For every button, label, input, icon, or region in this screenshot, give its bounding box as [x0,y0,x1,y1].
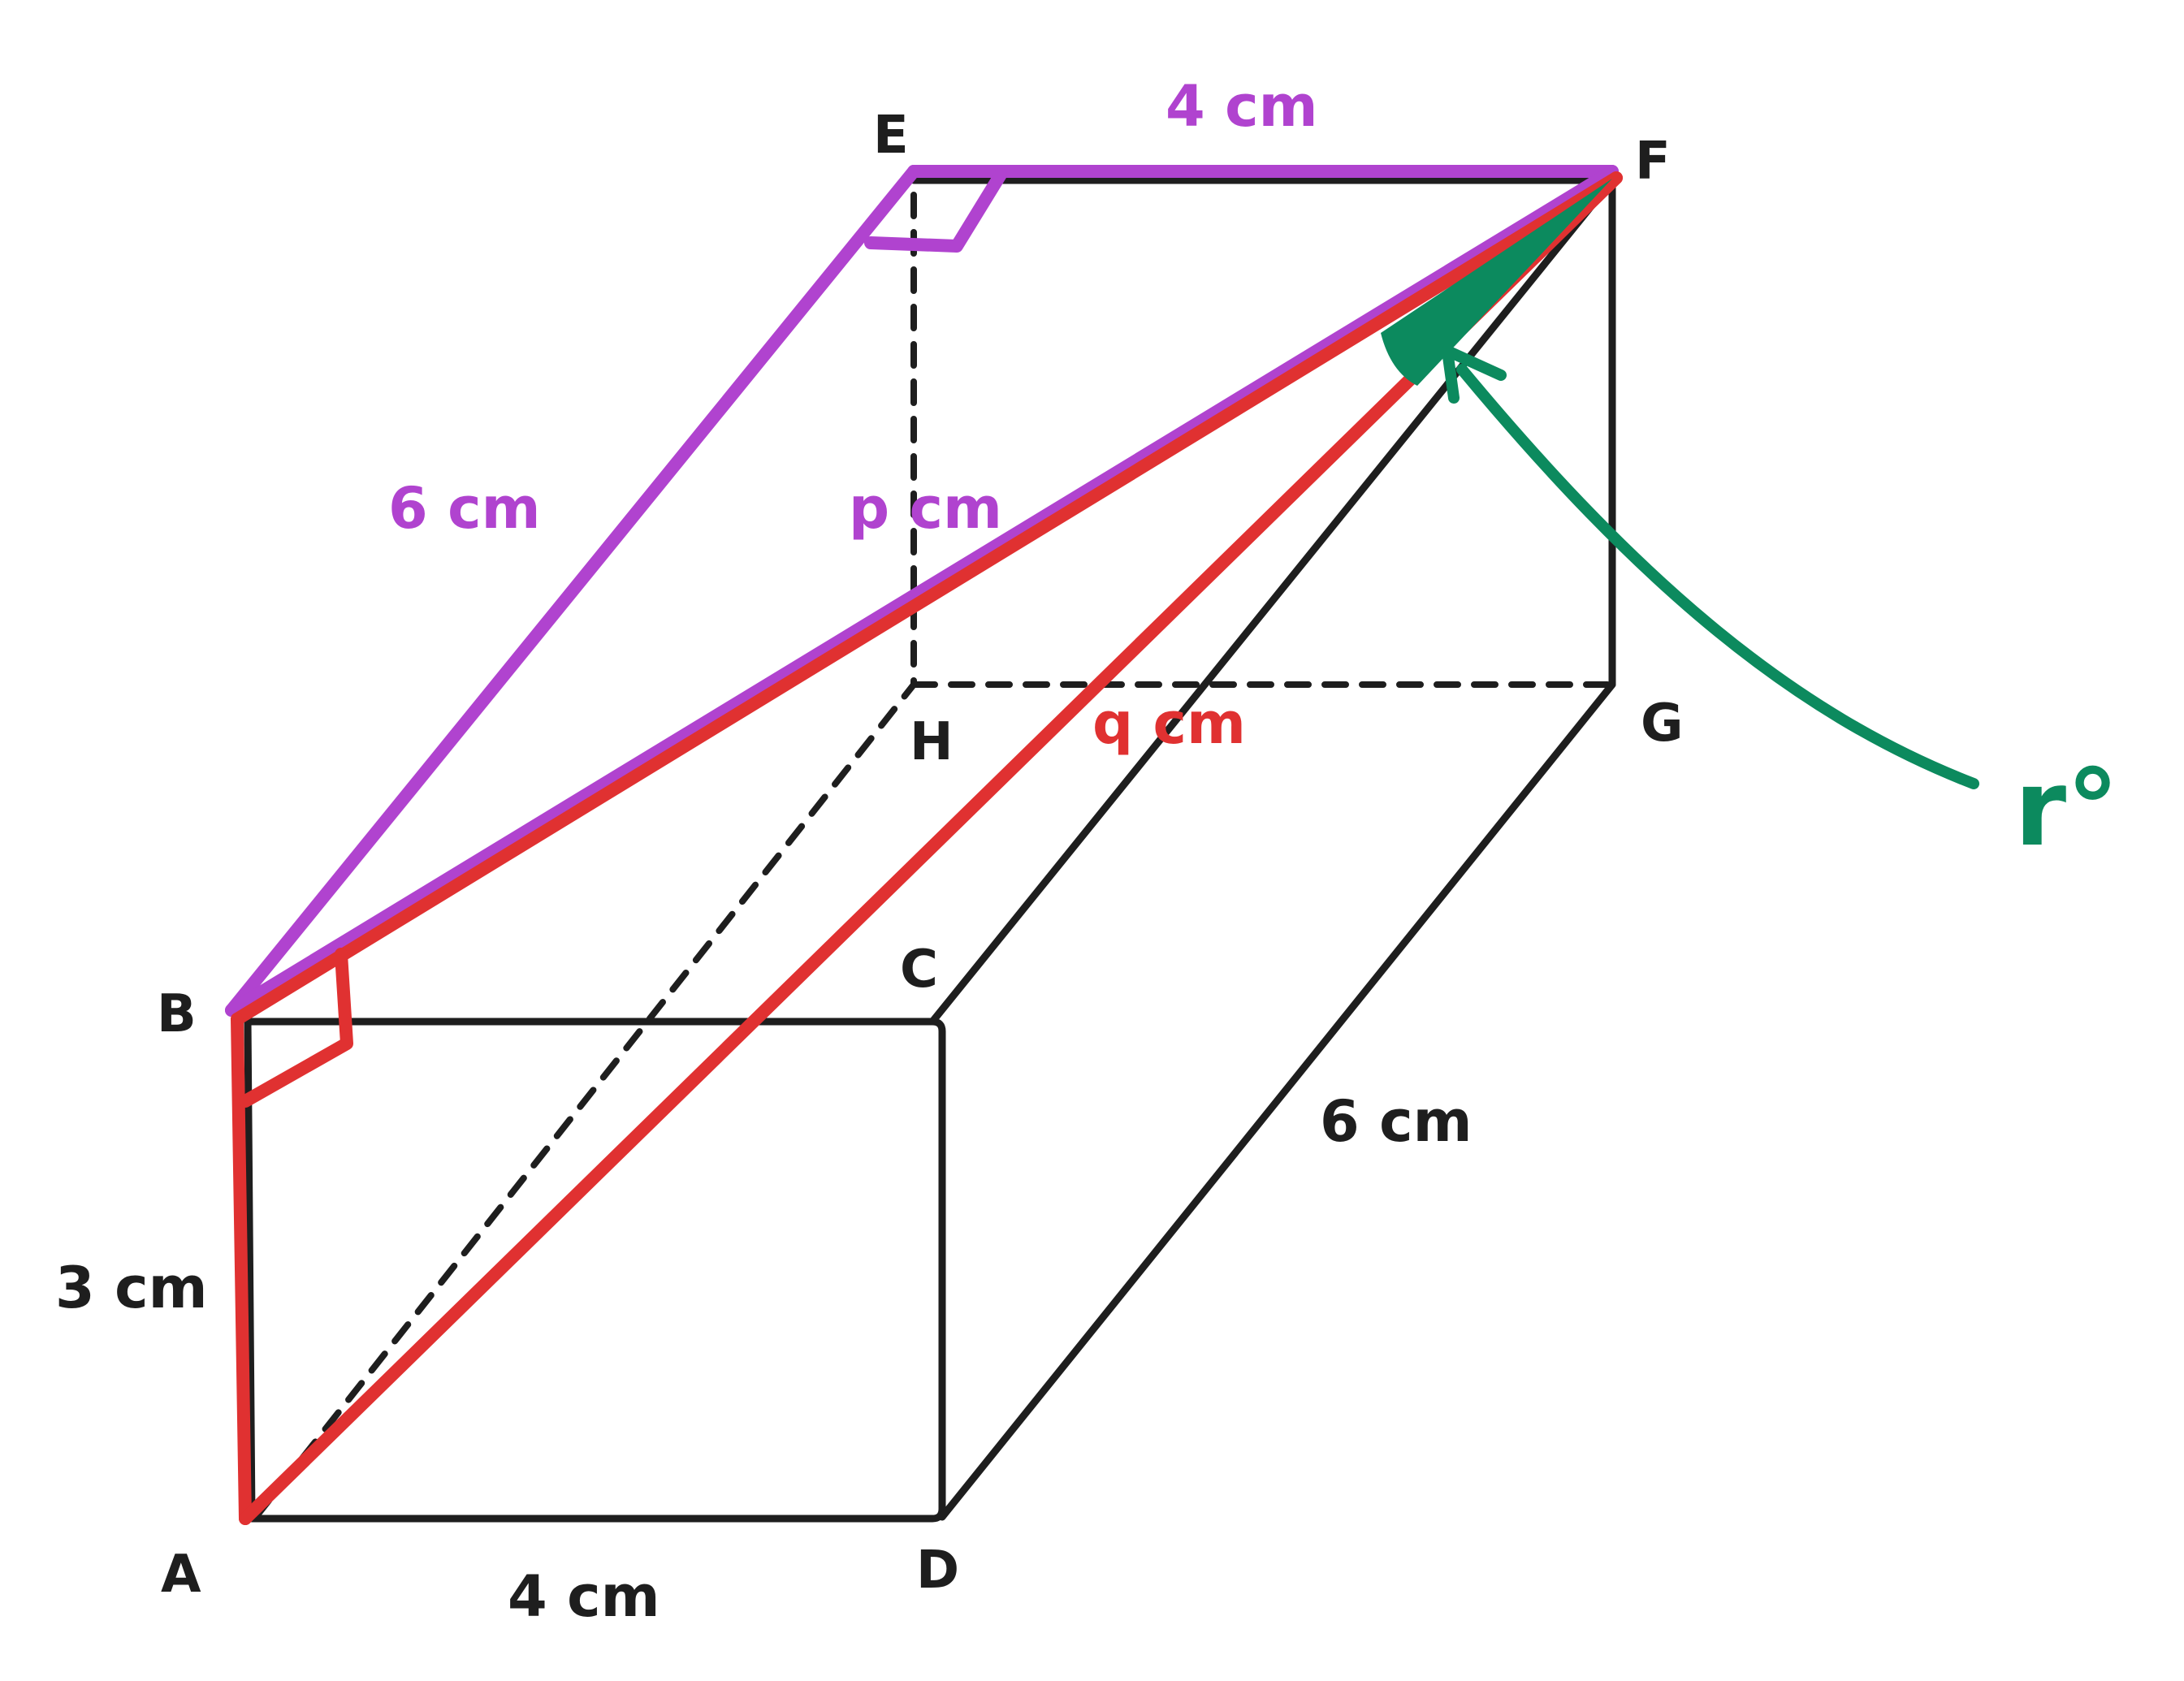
edge-cf [928,176,1616,1026]
edge-bf-purple [225,165,1619,1017]
vertex-label-a: A [161,1545,201,1605]
edge-ab-red [231,1013,252,1525]
right-angle-e [864,168,1007,253]
angle-r-arrowhead [1442,345,1507,404]
dimension-label-dg: 6 cm [1320,1088,1473,1155]
dimension-label-ab: 3 cm [55,1255,208,1321]
edge-bf-red [231,171,1623,1026]
vertex-label-h: H [910,712,954,772]
vertex-label-e: E [873,106,909,166]
angle-r-arrow [1456,364,1979,789]
vertex-label-f: F [1635,132,1671,192]
vertex-label-g: G [1641,694,1684,754]
vertex-label-d: D [916,1541,959,1601]
edge-ah-hidden [253,681,917,1520]
angle-r-sector [1381,179,1612,386]
right-angle-b [239,948,353,1108]
dimension-label-af: q cm [1092,690,1246,757]
face-abcd [244,1018,946,1523]
angle-label-r: r° [2014,746,2119,870]
edge-be-purple [225,165,920,1017]
dimension-label-eh: p cm [849,475,1002,542]
dimension-label-ef: 4 cm [1166,73,1318,140]
vertex-label-c: C [900,940,938,1000]
dimension-label-be: 6 cm [388,475,541,542]
vertex-label-b: B [157,984,197,1044]
edge-dg [938,681,1616,1521]
dimension-label-ad: 4 cm [508,1563,660,1630]
edge-af-red [239,171,1623,1525]
